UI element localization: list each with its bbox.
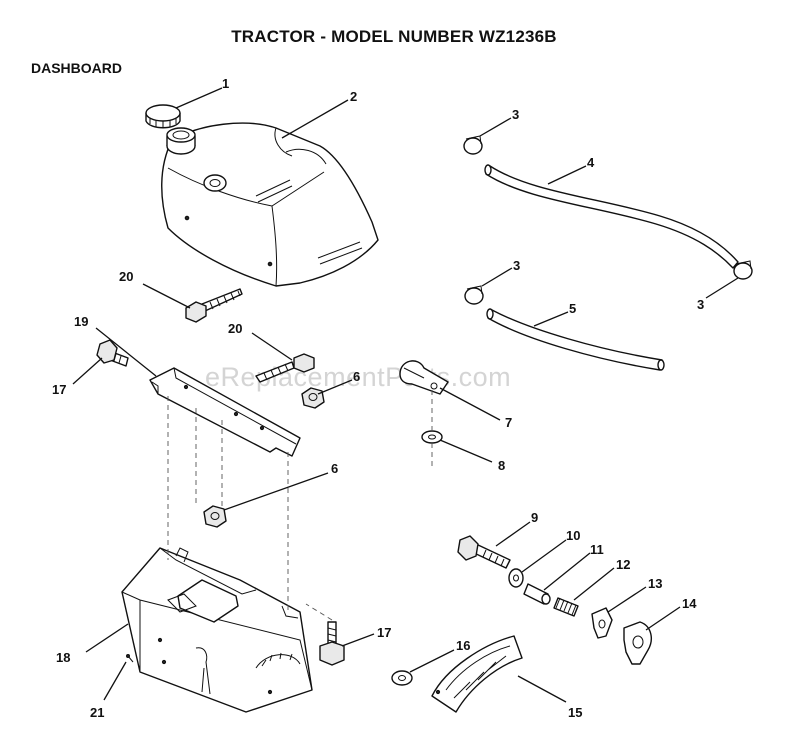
part-fuel-tank[interactable]: [161, 122, 379, 287]
callout-21: 21: [90, 705, 104, 720]
callout-18: 18: [56, 650, 70, 665]
callout-numbers: 1 2 3 4 3 3 5 20 19 20 17 6 7 8 6 9 10 1…: [52, 76, 704, 720]
part-bushing[interactable]: [591, 607, 613, 639]
part-shoulder-bolt-right[interactable]: [319, 621, 345, 666]
part-fuel-line-clip[interactable]: [399, 360, 449, 395]
part-dash-panel[interactable]: [121, 547, 313, 713]
callout-11: 11: [590, 542, 604, 557]
part-washer[interactable]: [508, 568, 524, 588]
section-label: DASHBOARD: [31, 60, 122, 76]
leader-lines: [72, 87, 739, 703]
callout-16: 16: [456, 638, 470, 653]
callout-6-upper: 6: [353, 369, 360, 384]
callout-5: 5: [569, 301, 576, 316]
callout-2: 2: [350, 89, 357, 104]
callout-6-lower: 6: [331, 461, 338, 476]
part-mounting-bracket[interactable]: [149, 367, 301, 457]
part-pin[interactable]: [126, 654, 134, 663]
part-spacer[interactable]: [523, 583, 551, 605]
callout-8: 8: [498, 458, 505, 473]
callout-17-right: 17: [377, 625, 391, 640]
callout-15: 15: [568, 705, 582, 720]
callout-3-mid: 3: [513, 258, 520, 273]
part-nut-upper[interactable]: [301, 387, 325, 409]
assembly-dashed-lines: [167, 390, 433, 621]
part-hex-bolt[interactable]: [457, 535, 511, 569]
part-shoulder-bolt-left[interactable]: [96, 339, 129, 367]
callout-3-top: 3: [512, 107, 519, 122]
callout-19: 19: [74, 314, 88, 329]
callout-17-left: 17: [52, 382, 66, 397]
part-fuel-cap[interactable]: [145, 104, 181, 129]
callout-14: 14: [682, 596, 697, 611]
part-hose-clamp-mid[interactable]: [464, 285, 484, 305]
part-lever-bracket[interactable]: [623, 621, 652, 665]
callout-9: 9: [531, 510, 538, 525]
callout-7: 7: [505, 415, 512, 430]
callout-3-right: 3: [697, 297, 704, 312]
callout-10: 10: [566, 528, 580, 543]
part-quadrant-plate[interactable]: [431, 635, 523, 713]
part-fuel-hose-short[interactable]: [486, 308, 665, 371]
callout-4: 4: [587, 155, 595, 170]
part-nut-lower[interactable]: [203, 505, 227, 528]
callout-20-lower: 20: [228, 321, 242, 336]
part-hose-clamp-right[interactable]: [733, 260, 753, 280]
callout-1: 1: [222, 76, 229, 91]
part-spring[interactable]: [553, 597, 579, 617]
page-title: TRACTOR - MODEL NUMBER WZ1236B: [231, 27, 557, 46]
callout-20-upper: 20: [119, 269, 133, 284]
part-bolt-lower[interactable]: [255, 353, 315, 383]
callout-12: 12: [616, 557, 630, 572]
callout-13: 13: [648, 576, 662, 591]
part-bolt-upper[interactable]: [185, 288, 243, 323]
part-hose-clamp-top[interactable]: [463, 135, 483, 155]
part-flat-washer[interactable]: [421, 430, 443, 444]
part-small-washer[interactable]: [391, 670, 413, 686]
part-fuel-hose-long[interactable]: [484, 164, 739, 269]
